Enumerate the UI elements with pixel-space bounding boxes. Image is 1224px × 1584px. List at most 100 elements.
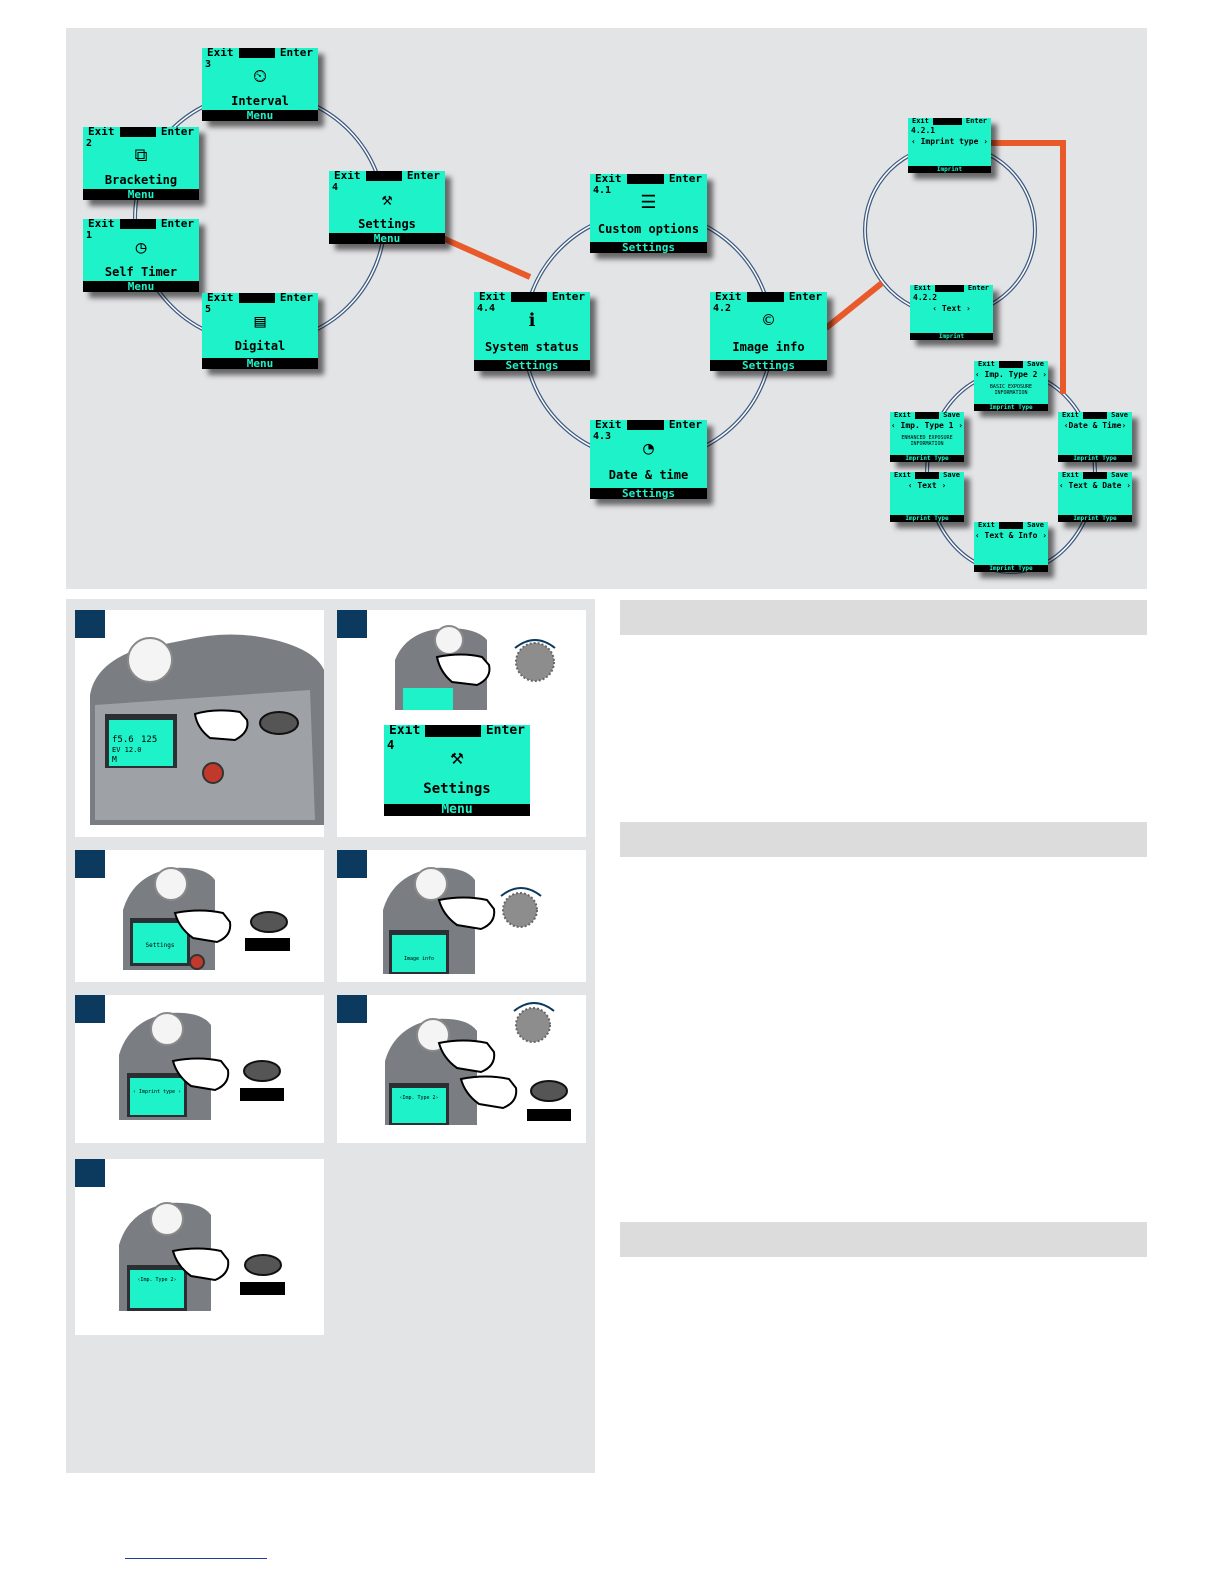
- camera-screen-mode: M: [112, 755, 117, 764]
- lcd-custom-options: Exit Enter 4.1 ☰ Custom options Settings: [590, 174, 707, 253]
- save-label: Save: [1023, 522, 1048, 529]
- tools-icon: ⚒: [381, 189, 393, 210]
- mini-screen-label: ‹ Imprint type ›: [133, 1089, 181, 1095]
- menu-label: ‹Date & Time›: [1063, 421, 1127, 430]
- menu-number: 4: [332, 182, 339, 193]
- exit-label: Exit: [83, 127, 120, 137]
- enter-label: Enter: [663, 174, 707, 184]
- exit-label: Exit: [910, 285, 935, 292]
- menu-label: ‹ Imp. Type 1 ›: [890, 421, 964, 430]
- camera-screen-ev: EV 12.0: [112, 746, 142, 754]
- menu-label: ‹ Text & Date ›: [1058, 481, 1132, 490]
- lcd-self-timer: Exit Enter 1 ◷ Self Timer Menu: [83, 219, 199, 292]
- lcd-imp-type-2: Exit Save ‹ Imp. Type 2 › BASIC EXPOSURE…: [974, 361, 1048, 411]
- enter-label: Enter: [155, 127, 199, 137]
- menu-number: 5: [205, 304, 212, 315]
- lcd-image-info: Exit Enter 4.2 © Image info Settings: [710, 292, 827, 371]
- step-badge: [75, 995, 105, 1023]
- menu-footer: Menu: [384, 803, 530, 816]
- clock-icon: ◔: [643, 438, 654, 459]
- info-icon: ℹ: [528, 310, 536, 331]
- menu-footer: Menu: [329, 233, 445, 244]
- exit-label: Exit: [474, 292, 511, 302]
- step-card-1: f5.6 125 EV 12.0 M: [75, 610, 324, 837]
- enter-label: Enter: [663, 420, 707, 430]
- menu-diagram-lines: [133, 91, 1097, 574]
- step-card-3: Settings: [75, 850, 324, 982]
- camera-illustration: Settings: [123, 867, 288, 970]
- button-label-box: [527, 1109, 571, 1121]
- exit-label: Exit: [1058, 412, 1083, 419]
- lcd-system-status: Exit Enter 4.4 ℹ System status Settings: [474, 292, 590, 371]
- connector-image-info: [824, 280, 884, 331]
- step-badge: [337, 850, 367, 878]
- menu-number: 2: [86, 138, 93, 149]
- step-card-6: ‹Imp. Type 2›: [337, 995, 586, 1143]
- menu-label: System status: [485, 340, 579, 354]
- menu-label: Settings: [358, 217, 416, 231]
- save-label: Save: [939, 472, 964, 479]
- menu-sublabel: BASIC EXPOSURE INFORMATION: [989, 384, 1033, 396]
- menu-footer: Imprint: [908, 166, 991, 173]
- menu-number: 3: [205, 59, 212, 70]
- menu-footer: Imprint: [910, 333, 993, 340]
- menu-number: 4.4: [477, 303, 496, 314]
- menu-footer: Imprint Type: [974, 565, 1048, 572]
- footer-rule: [125, 1558, 267, 1559]
- enter-label: Enter: [274, 293, 318, 303]
- step-badge: [337, 995, 367, 1023]
- step-badge: [75, 610, 105, 638]
- section-header-2: [620, 822, 1147, 857]
- timer-icon: ◷: [135, 237, 147, 258]
- menu-footer: Menu: [83, 281, 199, 292]
- lcd-text: Exit Enter 4.2.2 ‹ Text › Imprint: [910, 285, 993, 340]
- exit-label: Exit: [329, 171, 366, 181]
- lcd-imprint-type: Exit Enter 4.2.1 ‹ Imprint type › Imprin…: [908, 118, 991, 173]
- section-header-3: [620, 1222, 1147, 1257]
- menu-number: 4.2.2: [913, 293, 938, 302]
- menu-label: Settings: [423, 781, 491, 797]
- interval-icon: ⏲: [252, 66, 268, 87]
- save-label: Save: [1107, 472, 1132, 479]
- menu-number: 4.1: [593, 185, 612, 196]
- save-label: Save: [939, 412, 964, 419]
- exit-label: Exit: [83, 219, 120, 229]
- copyright-icon: ©: [763, 310, 774, 331]
- menu-label: ‹ Imprint type ›: [910, 137, 989, 146]
- step-card-4: Image info: [337, 850, 586, 982]
- exit-label: Exit: [590, 174, 627, 184]
- exit-label: Exit: [202, 293, 239, 303]
- menu-number: 4.3: [593, 431, 612, 442]
- menu-number: 4.2: [713, 303, 732, 314]
- enter-label: Enter: [961, 118, 991, 125]
- menu-footer: Settings: [710, 360, 827, 371]
- enter-label: Enter: [963, 285, 993, 292]
- connector-imprint-type: [990, 140, 1066, 394]
- menu-label: ‹ Text ›: [907, 481, 947, 490]
- exit-label: Exit: [1058, 472, 1083, 479]
- button-label-box: [245, 938, 290, 951]
- mini-screen-label: Image info: [404, 956, 434, 962]
- exit-label: Exit: [890, 472, 915, 479]
- camera-illustration: ‹ Imprint type ›: [119, 1012, 281, 1120]
- menu-sublabel: ENHANCED EXPOSURE INFORMATION: [901, 435, 953, 447]
- menu-label: Bracketing: [104, 173, 178, 187]
- menu-label: Self Timer: [104, 265, 178, 279]
- bracketing-icon: ⧉: [134, 145, 148, 166]
- lcd-imp-type-1: Exit Save ‹ Imp. Type 1 › ENHANCED EXPOS…: [890, 412, 964, 462]
- menu-label: Date & time: [608, 468, 689, 482]
- menu-footer: Menu: [83, 189, 199, 200]
- lcd-text-date: Exit Save ‹ Text & Date › Imprint Type: [1058, 472, 1132, 522]
- step-badge: [75, 1159, 105, 1187]
- menu-footer: Menu: [202, 358, 318, 369]
- lcd-interval: Exit Enter 3 ⏲ Interval Menu: [202, 48, 318, 121]
- menu-footer: Imprint Type: [1058, 515, 1132, 522]
- menu-label: ‹ Text & Info ›: [974, 531, 1048, 540]
- menu-footer: Imprint Type: [1058, 455, 1132, 462]
- menu-label: Interval: [231, 94, 289, 108]
- step-card-5: ‹ Imprint type ›: [75, 995, 324, 1143]
- exit-label: Exit: [384, 725, 426, 737]
- enter-label: Enter: [274, 48, 318, 58]
- camera-illustration: f5.6 125 EV 12.0 M: [90, 634, 324, 825]
- enter-label: Enter: [401, 171, 445, 181]
